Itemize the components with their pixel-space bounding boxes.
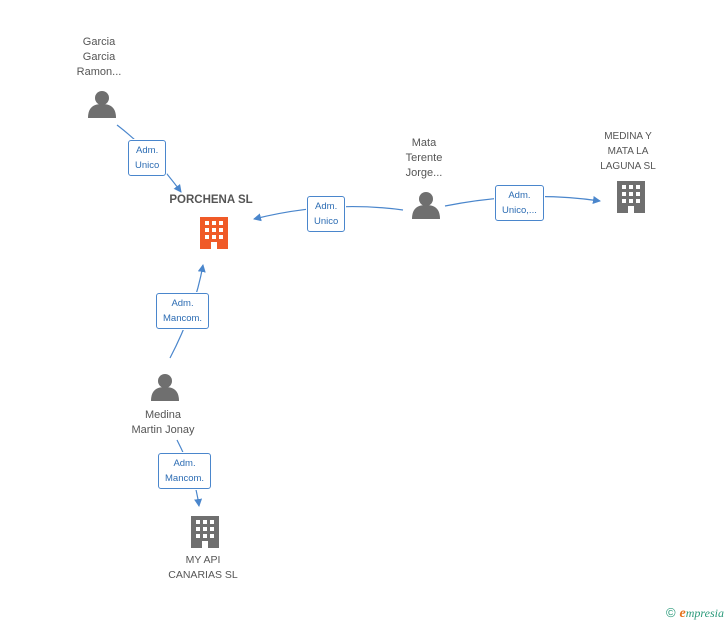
copyright-icon: ©	[665, 605, 676, 620]
edge-label-mata-porchena[interactable]: Adm. Unico	[307, 196, 346, 232]
brand-logo-text: mpresia	[685, 606, 724, 620]
person-icon[interactable]	[412, 192, 440, 219]
main-company-building-icon[interactable]	[200, 217, 228, 249]
brand-logo-initial: e	[679, 606, 686, 621]
node-label-mata[interactable]: Mata Terente Jorge...	[405, 137, 443, 179]
company-building-icon[interactable]	[191, 516, 219, 548]
company-building-icon[interactable]	[617, 181, 645, 213]
person-icon[interactable]	[88, 91, 116, 118]
node-label-medina-jonay[interactable]: Medina Martin Jonay	[131, 409, 195, 436]
node-label-garcia[interactable]: Garcia Garcia Ramon...	[76, 36, 122, 78]
brand-footer: ©empresia	[666, 605, 724, 622]
edge-label-garcia-porchena[interactable]: Adm. Unico	[128, 140, 167, 176]
edge-label-jonay-myapi[interactable]: Adm. Mancom.	[158, 453, 212, 489]
edge-label-jonay-porchena[interactable]: Adm. Mancom.	[156, 293, 210, 329]
node-label-medina-mata[interactable]: MEDINA Y MATA LA LAGUNA SL	[600, 131, 656, 172]
node-label-myapi[interactable]: MY API CANARIAS SL	[168, 554, 238, 581]
node-label-porchena[interactable]: PORCHENA SL	[169, 194, 253, 206]
person-icon[interactable]	[151, 374, 179, 401]
edge-label-mata-medina[interactable]: Adm. Unico,...	[495, 185, 544, 221]
